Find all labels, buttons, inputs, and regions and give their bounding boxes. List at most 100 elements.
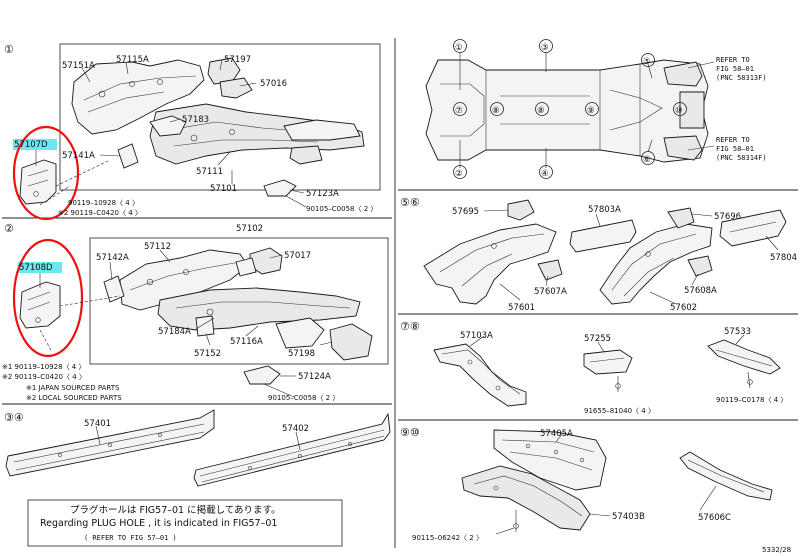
- label-57152: 57152: [194, 349, 221, 359]
- overview-callout-3: ③: [541, 43, 549, 53]
- bracket-57695: [507, 199, 535, 221]
- label-57151a: 57151A: [62, 61, 95, 71]
- label-57123a: 57123A: [306, 189, 339, 199]
- section-label-9-10: ⑨⑩: [400, 426, 420, 439]
- overview-ref2-line2: FIG 58–01: [716, 145, 754, 153]
- leader-57401: [95, 425, 101, 445]
- section-label-5-6: ⑤⑥: [400, 196, 420, 209]
- red-circle-57108d: [12, 238, 84, 358]
- label-57016: 57016: [260, 79, 287, 89]
- rear-floor-member-57403b: [461, 465, 591, 532]
- label-90105-c0058-2: 90105–C0058〈 2 〉: [268, 394, 339, 402]
- bracket-57607a: [537, 259, 563, 281]
- note-plug-hole-en: Regarding PLUG HOLE , it is indicated in…: [40, 518, 277, 529]
- overview-callout-8a: ⑧: [492, 106, 500, 116]
- highlight-57107d: [13, 139, 57, 150]
- dashed-leader-1: [55, 159, 111, 187]
- label-57405a: 57405A: [540, 429, 573, 439]
- label-57402: 57402: [282, 424, 309, 434]
- note-plug-hole-ref: ( REFER TO FIG 57–01 ): [84, 534, 177, 542]
- dashed-leader-1b: [39, 185, 71, 206]
- rear-floor-crossmember-57405a: [493, 429, 607, 491]
- label-57197: 57197: [224, 55, 251, 65]
- overview-ref2-line3: (PNC 58314F): [716, 154, 767, 162]
- section-7-8: ⑦⑧ 57103A 57255 57533 91655–81040〈 4 〉 9…: [400, 320, 787, 415]
- rear-member-57606c: [679, 451, 773, 501]
- label-57608a: 57608A: [684, 286, 717, 296]
- overview-ref1-line3: (PNC 58313F): [716, 74, 767, 82]
- label-57804: 57804: [770, 253, 797, 263]
- overview-callout-1: ①: [455, 43, 463, 53]
- label-90105-c0058-1: 90105–C0058〈 2 〉: [306, 205, 377, 213]
- label-57017: 57017: [284, 251, 311, 261]
- note-plug-hole-jp: プラグホールは FIG57–01 に掲載してあります。: [70, 504, 281, 516]
- bracket-57255: [583, 349, 633, 392]
- overview-callout-8b: ⑧: [537, 106, 545, 116]
- front-side-member-assembly: [71, 57, 365, 197]
- bracket-57533: [707, 339, 781, 389]
- label-57255: 57255: [584, 334, 611, 344]
- underbody-overview: ① ③ ⑦ ⑧ ⑧ ⑨ ⑩ ② ④ ⑤ ⑥ REFER TO FIG 58–01…: [425, 39, 767, 179]
- section-label-1: ①: [4, 43, 14, 56]
- leaders-section-2: [39, 249, 333, 398]
- dashed-leader-2: [59, 295, 121, 307]
- label-57111: 57111: [196, 167, 223, 177]
- figure-code: 5332/28: [762, 546, 791, 554]
- label-57602: 57602: [670, 303, 697, 313]
- leader-57402: [295, 431, 301, 451]
- leaders-section-5-6: [483, 209, 779, 305]
- label-57101: 57101: [210, 184, 237, 194]
- overview-callout-4: ④: [541, 169, 549, 179]
- label-57403b: 57403B: [612, 512, 645, 522]
- rocker-panel-57402: [193, 412, 391, 487]
- bracket-57108d: [19, 281, 61, 329]
- label-57115a: 57115A: [116, 55, 149, 65]
- note-local-sourced: ※2 LOCAL SOURCED PARTS: [26, 394, 122, 402]
- label-91655-81040: 91655–81040〈 4 〉: [584, 407, 655, 415]
- assembly-box-1: [59, 43, 381, 191]
- overview-callout-5: ⑤: [643, 57, 651, 67]
- section-1: ①: [4, 43, 381, 221]
- label-57198: 57198: [288, 349, 315, 359]
- overview-callout-9: ⑨: [587, 106, 595, 116]
- rear-crossmember-lower: [663, 135, 703, 161]
- rear-floor-side-member-57601: [423, 223, 557, 305]
- leaders-section-9-10: [495, 433, 717, 535]
- label-57112: 57112: [144, 242, 171, 252]
- overview-ref2-line1: REFER TO: [716, 136, 750, 144]
- rear-crossmember-upper: [663, 61, 703, 87]
- label-90119-c0420-2: ※2 90119–C0420〈 4 〉: [2, 373, 86, 381]
- label-57103a: 57103A: [460, 331, 493, 341]
- overview-callout-7: ⑦: [455, 106, 463, 116]
- label-57606c: 57606C: [698, 513, 731, 523]
- center-member-57103a: [433, 343, 527, 407]
- note-japan-sourced: ※1 JAPAN SOURCED PARTS: [26, 384, 120, 392]
- overview-ref1-line2: FIG 58–01: [716, 65, 754, 73]
- front-side-member-assembly-2: [103, 247, 373, 385]
- dashed-leader-2b: [39, 329, 53, 353]
- label-57601: 57601: [508, 303, 535, 313]
- label-90115-06242: 90115–06242〈 2 〉: [412, 534, 483, 542]
- label-57803a: 57803A: [588, 205, 621, 215]
- label-90119-c0178: 90119–C0178〈 4 〉: [716, 396, 787, 404]
- label-57108d: 57108D: [19, 263, 53, 273]
- label-57401: 57401: [84, 419, 111, 429]
- overview-callout-10: ⑩: [675, 106, 683, 116]
- rocker-panel-57401: [5, 409, 215, 477]
- label-57107d: 57107D: [14, 140, 48, 150]
- label-57696: 57696: [714, 212, 741, 222]
- label-57102: 57102: [236, 224, 263, 234]
- leaders-section-1: [35, 59, 307, 208]
- red-circle-57107d: [12, 125, 80, 221]
- label-57142a: 57142A: [96, 253, 129, 263]
- label-57116a: 57116A: [230, 337, 263, 347]
- section-label-7-8: ⑦⑧: [400, 320, 420, 333]
- overview-ref1-line1: REFER TO: [716, 56, 750, 64]
- section-label-3-4: ③④: [4, 411, 24, 424]
- section-9-10: ⑨⑩ 57405A 57403B 90115–06242〈 2 〉 57606: [400, 426, 773, 542]
- section-3-4: ③④ 57401 57402 プラグホールは FIG57–01 に掲載してありま…: [4, 409, 391, 547]
- overview-callout-6: ⑥: [643, 155, 651, 165]
- label-57124a: 57124A: [298, 372, 331, 382]
- label-90119-c0420-1: ※2 90119–C0420〈 4 〉: [58, 209, 142, 217]
